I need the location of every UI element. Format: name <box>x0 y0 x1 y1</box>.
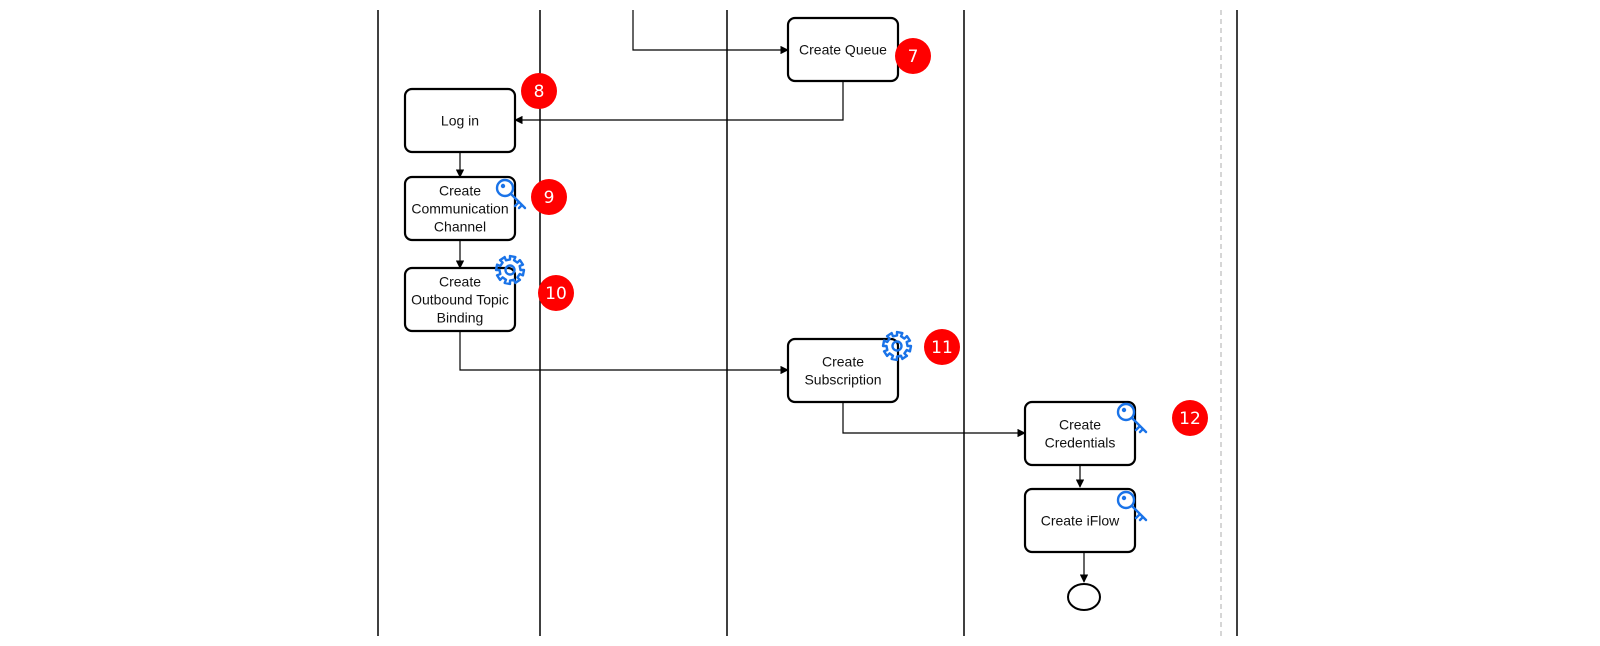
task-log-in[interactable]: Log in 8 <box>403 73 557 154</box>
task-create-queue[interactable]: Create Queue 7 <box>786 16 931 83</box>
step-number: 12 <box>1179 409 1201 429</box>
step-number-badge: 11 <box>924 329 960 365</box>
task-label: Log in <box>441 113 479 129</box>
step-number: 10 <box>545 284 567 304</box>
step-number-badge: 10 <box>538 275 574 311</box>
task-box[interactable] <box>1023 487 1137 554</box>
flow-arrow-queue-to-login <box>514 81 844 125</box>
task-box[interactable] <box>403 266 517 333</box>
step-number-badge: 12 <box>1172 400 1208 436</box>
step-number: 9 <box>544 188 555 208</box>
flow-arrow-subscription-to-credentials <box>842 402 1026 438</box>
end-event <box>1067 583 1101 611</box>
step-number-badge: 7 <box>895 38 931 74</box>
task-create-iflow[interactable]: Create iFlow <box>1023 487 1148 554</box>
key-icon <box>495 178 527 210</box>
flow-arrow-into-create-queue <box>632 10 789 55</box>
task-label-line: Create iFlow <box>1041 513 1120 529</box>
step-number: 7 <box>908 47 919 67</box>
step-number-badge: 9 <box>531 179 567 215</box>
task-label-line: Subscription <box>804 372 881 388</box>
task-label: Create iFlow <box>1041 513 1120 529</box>
key-icon <box>1116 402 1148 434</box>
task-box[interactable] <box>1023 400 1137 467</box>
task-label-line: Create <box>822 354 864 370</box>
task-label-line: Create <box>1059 417 1101 433</box>
gear-icon <box>494 254 526 286</box>
task-label-line: Create <box>439 183 481 199</box>
swimlane-separators <box>377 10 1238 636</box>
task-label-line: Credentials <box>1045 435 1116 451</box>
gear-icon <box>881 330 913 362</box>
step-number: 8 <box>534 82 545 102</box>
task-label-line: Channel <box>434 219 486 235</box>
task-box[interactable] <box>403 175 517 242</box>
step-number: 11 <box>931 338 953 358</box>
key-icon <box>1116 490 1148 522</box>
task-label-line: Log in <box>441 113 479 129</box>
task-label-line: Communication <box>411 201 508 217</box>
task-label: Create Queue <box>799 42 887 58</box>
task-box[interactable] <box>786 337 900 404</box>
step-number-badge: 8 <box>521 73 557 109</box>
task-box[interactable] <box>403 87 517 154</box>
sequence-flows <box>455 10 1089 583</box>
task-label-line: Create <box>439 274 481 290</box>
task-label-line: Binding <box>437 310 484 326</box>
task-label-line: Create Queue <box>799 42 887 58</box>
task-label-line: Outbound Topic <box>411 292 509 308</box>
flow-arrow-binding-to-subscription <box>459 331 789 375</box>
